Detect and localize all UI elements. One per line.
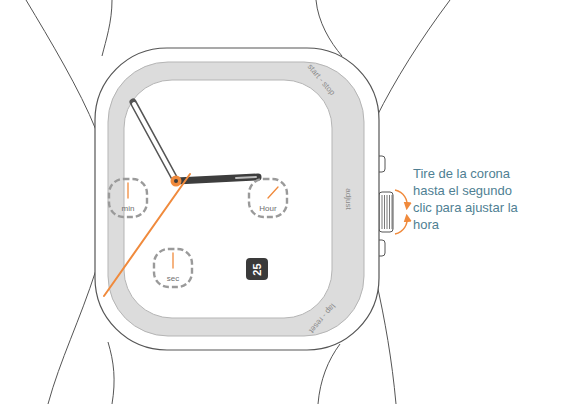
- turn-arrows: [395, 190, 407, 234]
- crown-label: adjust: [344, 188, 352, 209]
- subdial-label: sec: [167, 275, 179, 283]
- subdial-hands: [128, 183, 278, 268]
- date-number: 25: [252, 263, 263, 275]
- bezel: [108, 62, 364, 336]
- subdial-label: Hour: [259, 205, 276, 213]
- date-window: 25: [246, 258, 268, 280]
- watch-case: [95, 48, 379, 350]
- callout-text: Tire de la corona hasta el segundo clic …: [413, 165, 529, 233]
- hands: [104, 102, 258, 296]
- strap: [26, 0, 450, 404]
- minute-subdial: min: [107, 177, 149, 219]
- hour-subdial: Hour: [247, 177, 289, 219]
- second-subdial: sec: [152, 247, 194, 289]
- subdial-label: min: [122, 205, 135, 213]
- dial: [124, 80, 332, 318]
